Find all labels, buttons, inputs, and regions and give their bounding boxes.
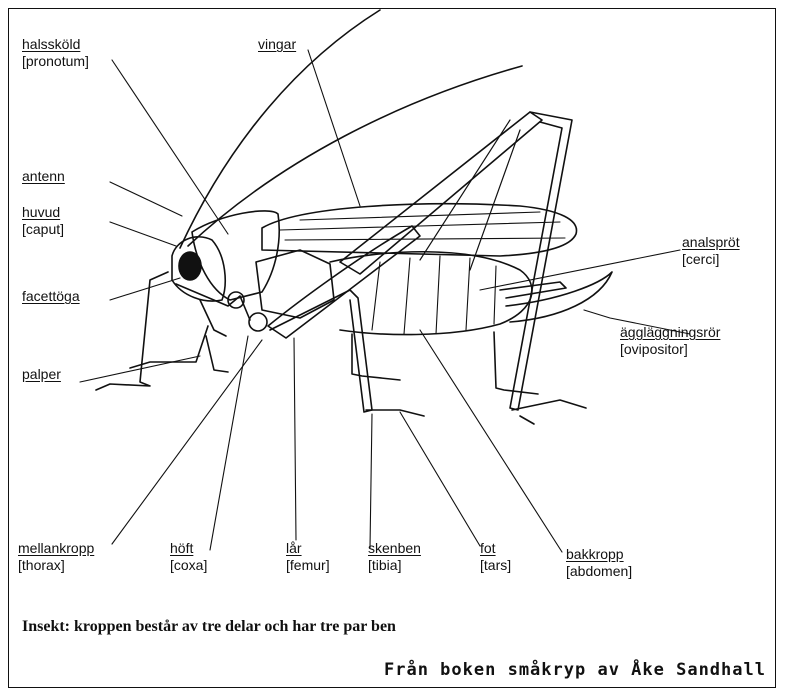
leader-lines: [80, 50, 690, 552]
label-name: facettöga: [22, 288, 80, 305]
label-latin: femur: [286, 557, 330, 574]
label-name: mellankropp: [18, 540, 94, 557]
label-latin: ovipositor: [620, 341, 720, 358]
label-latin: abdomen: [566, 563, 632, 580]
label-latin: tibia: [368, 557, 421, 574]
label-name: lår: [286, 540, 330, 557]
label-abdomen: bakkropp abdomen: [566, 546, 632, 580]
label-name: palper: [22, 366, 61, 383]
label-name: fot: [480, 540, 511, 557]
diagram-caption: Insekt: kroppen består av tre delar och …: [22, 618, 396, 636]
label-latin: pronotum: [22, 53, 89, 70]
compound-eye: [179, 252, 201, 280]
label-ovipositor: äggläggningsrör ovipositor: [620, 324, 720, 358]
hind-leg-tibia: [270, 290, 372, 412]
label-head: huvud caput: [22, 204, 64, 238]
label-latin: thorax: [18, 557, 94, 574]
label-compound-eye: facettöga: [22, 288, 80, 305]
label-wings: vingar: [258, 36, 296, 53]
wings: [262, 204, 577, 256]
label-name: antenn: [22, 168, 65, 185]
label-tibia: skenben tibia: [368, 540, 421, 574]
label-name: bakkropp: [566, 546, 632, 563]
label-femur: lår femur: [286, 540, 330, 574]
label-name: halssköld: [22, 36, 89, 53]
label-tarsus: fot tars: [480, 540, 511, 574]
label-pronotum: halssköld pronotum: [22, 36, 89, 70]
label-latin: cerci: [682, 251, 740, 268]
hind-leg-rear-tibia: [510, 112, 572, 410]
label-thorax: mellankropp thorax: [18, 540, 94, 574]
label-name: vingar: [258, 36, 296, 53]
label-name: analspröt: [682, 234, 740, 251]
ovipositor: [506, 272, 612, 322]
source-credit: Från boken småkryp av Åke Sandhall: [384, 660, 766, 680]
hind-leg-tars: [366, 410, 424, 416]
label-name: huvud: [22, 204, 64, 221]
label-latin: tars: [480, 557, 511, 574]
label-palps: palper: [22, 366, 61, 383]
hind-leg-rear-femur: [340, 112, 542, 274]
hind-leg-rear-tars: [512, 400, 586, 424]
pronotum: [192, 211, 279, 300]
front-leg-1: [96, 272, 168, 390]
label-name: äggläggningsrör: [620, 324, 720, 341]
middle-leg: [352, 332, 538, 394]
label-coxa: höft coxa: [170, 540, 207, 574]
label-latin: caput: [22, 221, 64, 238]
label-antenna: antenn: [22, 168, 65, 185]
label-cerci: analspröt cerci: [682, 234, 740, 268]
label-name: höft: [170, 540, 207, 557]
antenna-short: [188, 66, 522, 246]
label-name: skenben: [368, 540, 421, 557]
label-latin: coxa: [170, 557, 207, 574]
